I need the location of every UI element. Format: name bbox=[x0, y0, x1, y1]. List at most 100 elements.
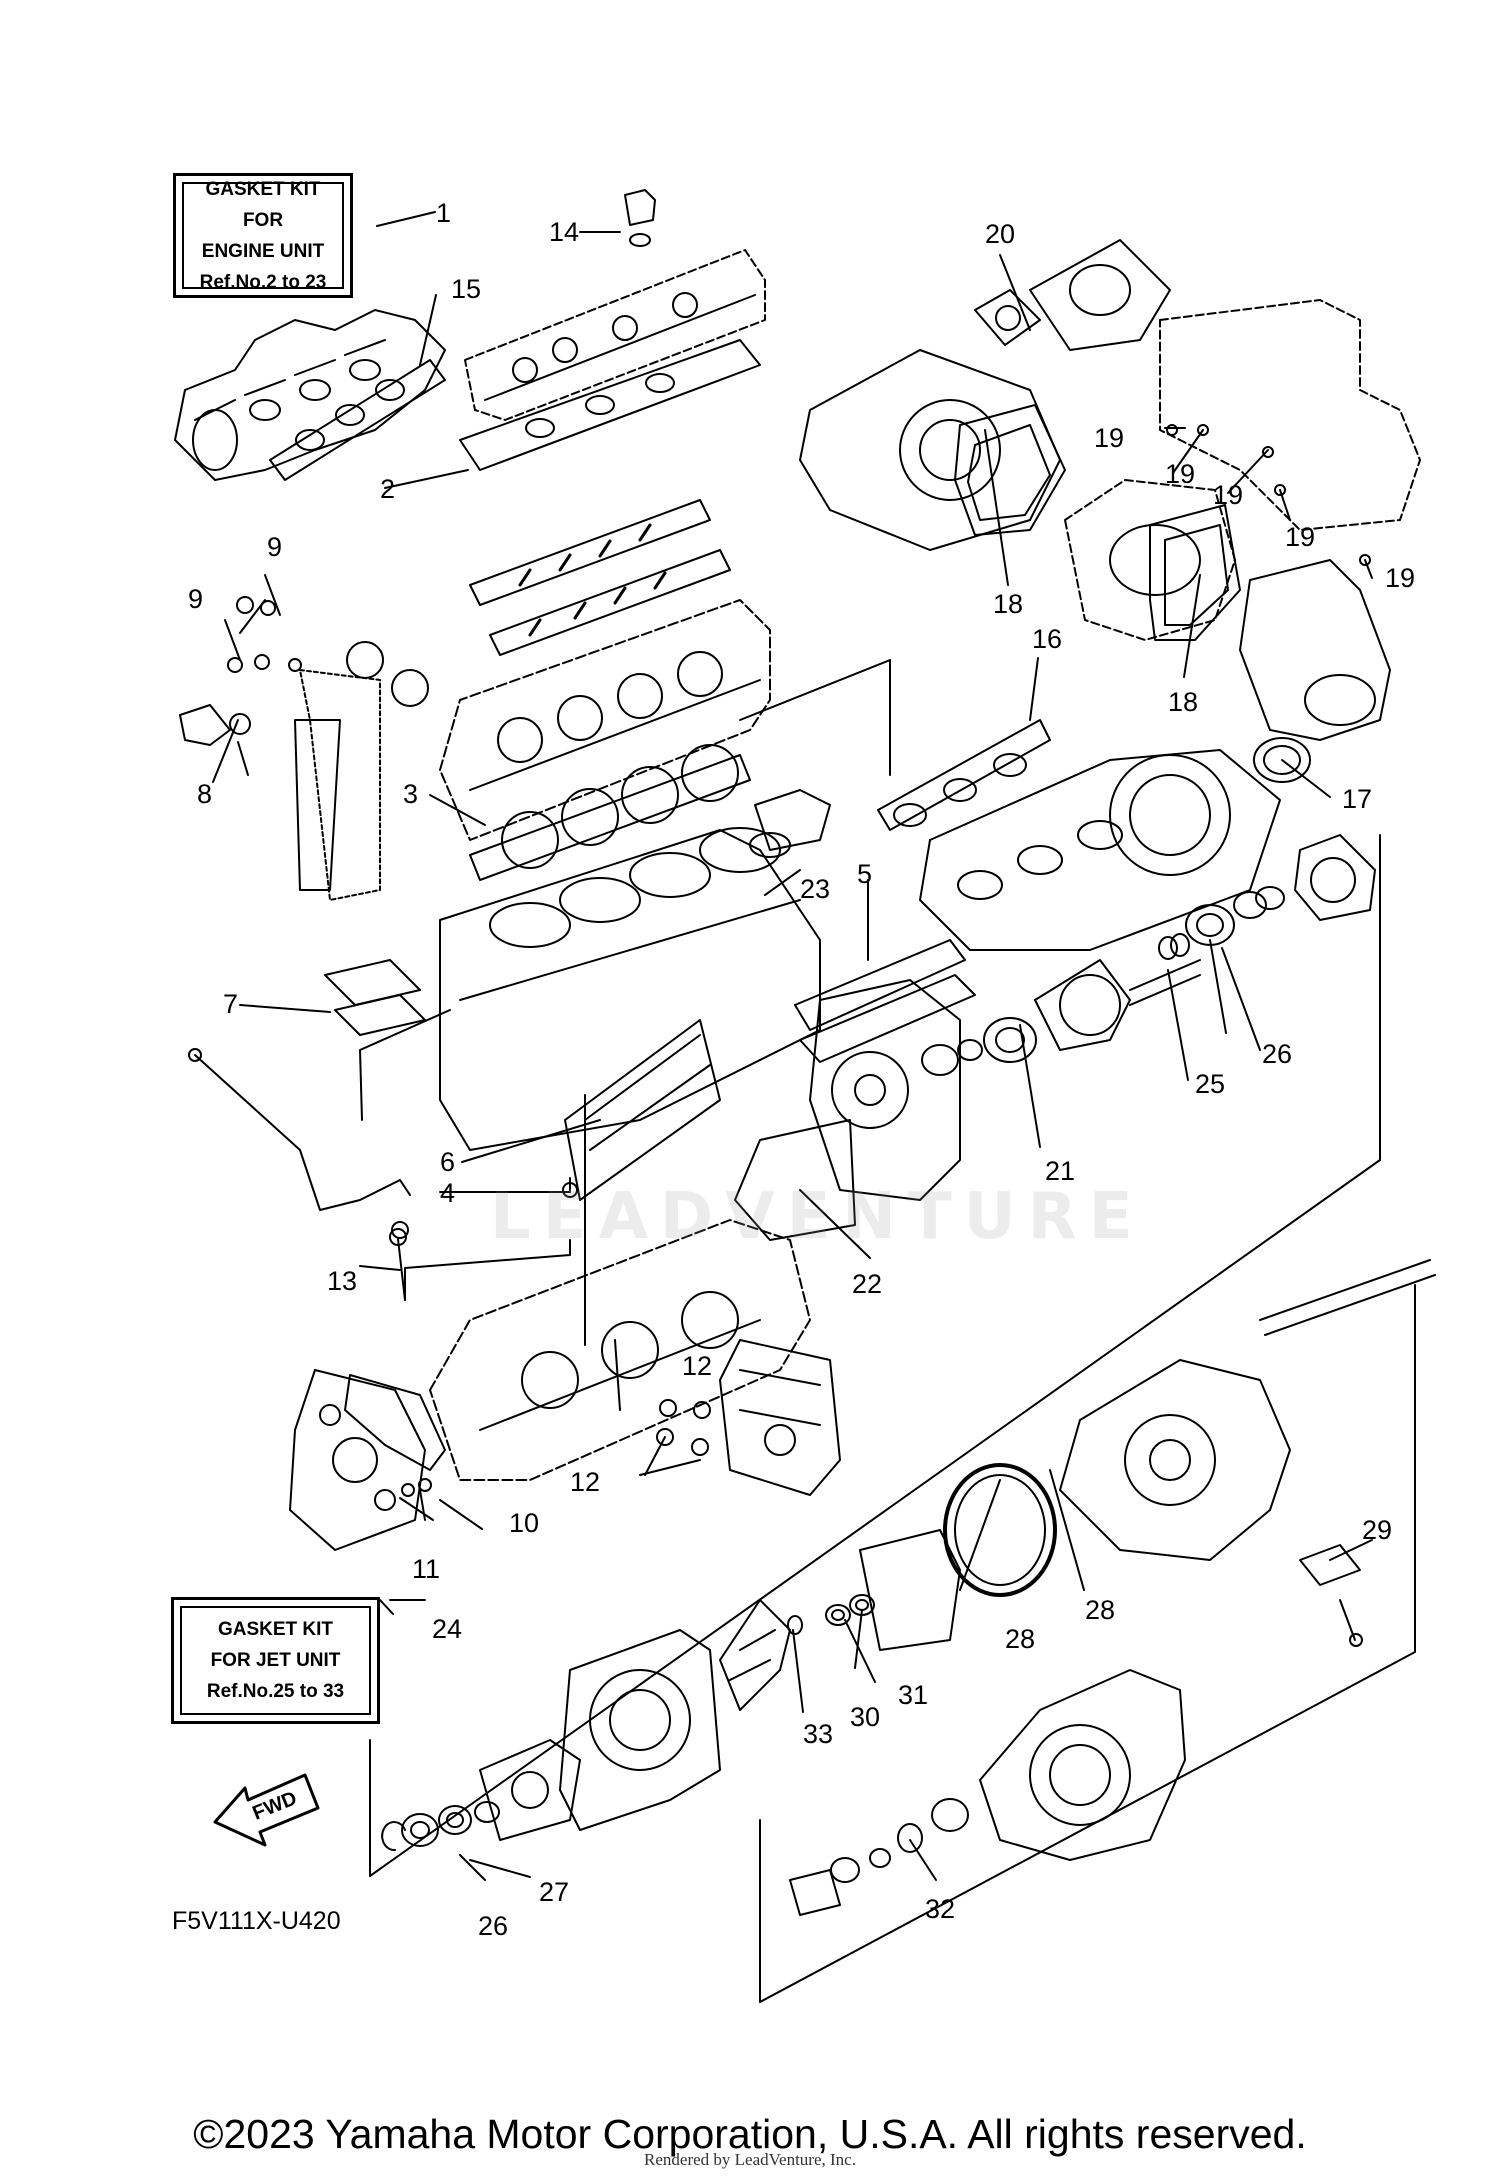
ref-28-right: 28 bbox=[1085, 1595, 1116, 1625]
leader-lines bbox=[212, 211, 1373, 1881]
engine-kit-line3: Ref.No.2 to 23 bbox=[199, 271, 327, 293]
ref-1: 1 bbox=[436, 198, 452, 228]
spacer-rings bbox=[921, 886, 1285, 1076]
hull-section bbox=[1159, 299, 1421, 531]
ref-30: 30 bbox=[850, 1702, 881, 1732]
seal-21 bbox=[983, 1017, 1037, 1063]
ref-23: 23 bbox=[800, 874, 831, 904]
ref-6: 6 bbox=[440, 1147, 456, 1177]
seals-26-27 bbox=[381, 1801, 500, 1852]
muffler bbox=[1064, 479, 1236, 641]
ref-19-b: 19 bbox=[1165, 459, 1196, 489]
orings-12 bbox=[656, 1399, 711, 1456]
oil-cooler bbox=[794, 939, 976, 1063]
ref-9-upper: 9 bbox=[267, 532, 283, 562]
ref-26-lower: 26 bbox=[478, 1911, 509, 1941]
breather-cap bbox=[624, 189, 656, 247]
jet-gasket-kit-box: GASKET KIT FOR JET UNIT Ref.No.25 to 33 bbox=[171, 1597, 380, 1724]
timing-chain bbox=[294, 641, 429, 901]
assembly-frames bbox=[359, 659, 1416, 2003]
ref-12-lower: 12 bbox=[570, 1467, 601, 1497]
ref-11: 11 bbox=[412, 1554, 441, 1584]
gear-housing bbox=[809, 979, 961, 1201]
coolant-pump bbox=[749, 789, 831, 858]
muffler-elbow bbox=[1239, 559, 1391, 741]
orings-25 bbox=[1158, 933, 1190, 960]
cover-plate bbox=[324, 959, 426, 1036]
ref-4: 4 bbox=[440, 1178, 456, 1208]
jet-kit-line2: FOR JET UNIT bbox=[210, 1650, 341, 1671]
valve-cover bbox=[464, 249, 766, 421]
seal-26-upper bbox=[1185, 904, 1235, 946]
liner bbox=[859, 1529, 961, 1651]
dipstick bbox=[188, 1048, 411, 1239]
ref-5: 5 bbox=[857, 859, 873, 889]
exhaust-gasket bbox=[877, 719, 1051, 831]
ref-7: 7 bbox=[223, 989, 239, 1019]
crankcase-gasket bbox=[564, 1019, 721, 1201]
cam-tensioner bbox=[179, 596, 302, 746]
ref-32: 32 bbox=[925, 1894, 956, 1924]
head-gasket bbox=[469, 744, 751, 881]
nozzle-bearings bbox=[789, 1798, 969, 1916]
drive-coupling bbox=[1034, 959, 1201, 1051]
exhaust-body bbox=[799, 349, 1061, 551]
ref-19-d: 19 bbox=[1285, 522, 1316, 552]
ref-19-c: 19 bbox=[1213, 480, 1244, 510]
bearing-housing bbox=[1294, 834, 1376, 921]
ref-31: 31 bbox=[898, 1680, 929, 1710]
ref-9-lower: 9 bbox=[188, 584, 204, 614]
oil-seal-17 bbox=[1253, 737, 1311, 783]
ref-2: 2 bbox=[380, 474, 396, 504]
pump-unit bbox=[719, 1339, 841, 1496]
ref-13: 13 bbox=[327, 1266, 358, 1296]
ref-20: 20 bbox=[985, 219, 1016, 249]
ref-16: 16 bbox=[1032, 624, 1063, 654]
ref-3: 3 bbox=[403, 779, 419, 809]
ref-10: 10 bbox=[509, 1508, 540, 1538]
ref-22: 22 bbox=[852, 1269, 883, 1299]
exhaust-manifold bbox=[919, 749, 1281, 951]
ref-19-a: 19 bbox=[1094, 423, 1125, 453]
exhaust-coupler bbox=[1029, 239, 1171, 351]
ref-33: 33 bbox=[803, 1719, 834, 1749]
cylinder-block bbox=[439, 827, 821, 1151]
ref-17: 17 bbox=[1342, 784, 1373, 814]
ref-8: 8 bbox=[197, 779, 213, 809]
drive-shaft bbox=[1259, 1259, 1436, 1336]
ref-18-upper: 18 bbox=[993, 589, 1024, 619]
crankcase bbox=[429, 1219, 811, 1481]
orings-11 bbox=[401, 1478, 432, 1497]
ref-27: 27 bbox=[539, 1877, 570, 1907]
oil-pump-gasket bbox=[344, 1374, 446, 1471]
fwd-arrow bbox=[213, 1773, 320, 1847]
copyright-notice: ©2023 Yamaha Motor Corporation, U.S.A. A… bbox=[193, 2111, 1307, 2157]
bearings-30-31 bbox=[787, 1594, 875, 1635]
oring-32 bbox=[897, 1823, 923, 1853]
intake-manifold bbox=[174, 309, 446, 481]
valve-cover-gasket bbox=[459, 339, 761, 471]
housing-gasket bbox=[734, 1119, 856, 1241]
ref-29: 29 bbox=[1362, 1515, 1393, 1545]
engine-gasket-kit-box: GASKET KIT FOR ENGINE UNIT Ref.No.2 to 2… bbox=[173, 173, 353, 298]
muffler-gasket-lower bbox=[1149, 504, 1241, 641]
seal-28-rings bbox=[943, 1463, 1057, 1597]
pump-housing bbox=[1059, 1359, 1291, 1561]
dowel bbox=[389, 1182, 578, 1246]
camshafts bbox=[469, 499, 731, 656]
gasket-20 bbox=[974, 289, 1041, 346]
diagram-code: F5V111X-U420 bbox=[172, 1907, 341, 1935]
jet-kit-line3: Ref.No.25 to 33 bbox=[206, 1681, 345, 1702]
ref-21: 21 bbox=[1045, 1156, 1076, 1186]
ref-25: 25 bbox=[1195, 1069, 1226, 1099]
ref-19-e: 19 bbox=[1385, 563, 1416, 593]
orings-19 bbox=[1166, 424, 1371, 566]
jet-kit-line1: GASKET KIT bbox=[217, 1619, 334, 1640]
oil-pump bbox=[289, 1369, 426, 1551]
ref-24: 24 bbox=[432, 1614, 463, 1644]
watermark: LEADVENTURE bbox=[490, 1180, 1145, 1254]
manifold-gasket bbox=[269, 359, 446, 481]
impeller bbox=[719, 1599, 791, 1711]
ref-15: 15 bbox=[451, 274, 482, 304]
bearing-plate bbox=[479, 1739, 581, 1841]
